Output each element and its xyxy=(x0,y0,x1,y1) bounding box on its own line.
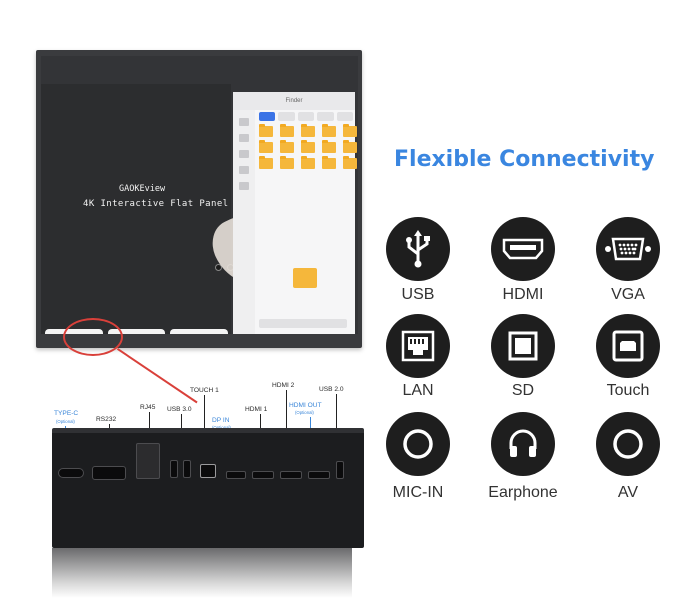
label-hdmi: HDMI xyxy=(502,286,544,303)
hdmi-icon xyxy=(491,217,555,281)
folder-icon xyxy=(322,156,336,169)
label-hdmi1: HDMI 1 xyxy=(245,406,268,413)
whiteboard-product-text: 4K Interactive Flat Panel xyxy=(83,199,229,209)
type-c-port xyxy=(58,468,84,478)
label-usb: USB xyxy=(401,286,435,303)
lan-icon xyxy=(386,314,450,378)
touch-usb-b-port xyxy=(200,464,216,478)
hdmi1-port xyxy=(252,471,274,479)
hdmi-out-port xyxy=(308,471,330,479)
whiteboard-area xyxy=(41,84,231,334)
label-type-c: TYPE-C xyxy=(54,410,79,417)
label-dp-in-optional: (Optional) xyxy=(212,425,231,430)
usb30-port xyxy=(170,460,178,478)
port-highlight-circle xyxy=(63,318,123,356)
folder-icon xyxy=(343,140,357,153)
label-mic-in: MIC-IN xyxy=(392,484,444,501)
label-sd: SD xyxy=(511,382,535,399)
label-av: AV xyxy=(617,484,639,501)
label-touch1: TOUCH 1 xyxy=(190,387,219,394)
label-rs232: RS232 xyxy=(96,416,117,423)
mic-in-icon xyxy=(386,412,450,476)
label-earphone: Earphone xyxy=(488,484,558,501)
label-usb30: USB 3.0 xyxy=(167,406,192,413)
toolbar-group xyxy=(170,329,229,334)
folder-icon xyxy=(259,140,273,153)
label-vga: VGA xyxy=(611,286,645,303)
label-hdmi-out: HDMI OUT xyxy=(289,402,322,409)
finder-sidebar xyxy=(233,110,255,334)
finder-window: Finder xyxy=(233,92,358,334)
folder-icon xyxy=(343,156,357,169)
folder-icon xyxy=(280,140,294,153)
vga-icon xyxy=(596,217,660,281)
sd-card-icon xyxy=(491,314,555,378)
folder-icon xyxy=(322,140,336,153)
av-icon xyxy=(596,412,660,476)
folder-icon xyxy=(259,156,273,169)
usb20-port xyxy=(336,461,344,479)
finder-title: Finder xyxy=(233,92,355,110)
whiteboard-brand-text: GAOKEview xyxy=(119,184,166,194)
hdmi2-port xyxy=(280,471,302,479)
folder-icon xyxy=(280,124,294,137)
folder-icon xyxy=(322,124,336,137)
dp-in-port xyxy=(226,471,246,479)
toolbar-group xyxy=(107,329,166,334)
monitor-screen: GAOKEview 4K Interactive Flat Panel Find… xyxy=(41,56,358,334)
folder-icon xyxy=(343,124,357,137)
rj45-port xyxy=(136,443,160,479)
usb-icon xyxy=(386,217,450,281)
label-hdmi-out-optional: (Optional) xyxy=(295,410,314,415)
folder-grid xyxy=(259,124,358,169)
io-panel-reflection xyxy=(52,548,352,598)
io-panel-body xyxy=(52,428,364,548)
rs232-port xyxy=(92,466,126,480)
section-title: Flexible Connectivity xyxy=(394,147,655,172)
folder-icon xyxy=(280,156,294,169)
folder-icon xyxy=(301,156,315,169)
finder-bottom-bar xyxy=(259,319,347,328)
label-type-c-optional: (Optional) xyxy=(56,419,75,424)
folder-icon xyxy=(301,124,315,137)
label-rj45: RJ45 xyxy=(140,404,156,411)
label-lan: LAN xyxy=(402,382,434,399)
usb30-port xyxy=(183,460,191,478)
earphone-icon xyxy=(491,412,555,476)
label-touch: Touch xyxy=(606,382,650,399)
folder-icon xyxy=(293,268,317,288)
io-port-panel: TYPE-C (Optional) RS232 RJ45 USB 3.0 TOU… xyxy=(48,370,364,598)
label-hdmi2: HDMI 2 xyxy=(272,382,295,389)
label-dp-in: DP IN xyxy=(212,417,230,424)
touch-usb-b-icon xyxy=(596,314,660,378)
folder-icon xyxy=(301,140,315,153)
folder-icon xyxy=(259,124,273,137)
label-usb20: USB 2.0 xyxy=(319,386,344,393)
finder-tabs xyxy=(259,112,354,121)
